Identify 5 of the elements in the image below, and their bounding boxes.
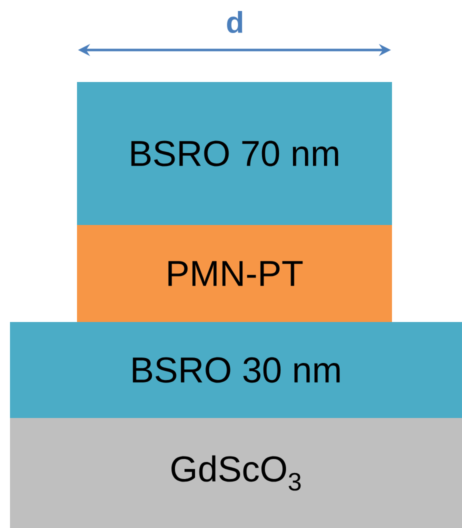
dimension-label: d — [227, 10, 242, 34]
layer-box: BSRO 30 nm — [10, 322, 462, 418]
layer-box: GdScO$_{3}$ — [10, 418, 462, 528]
layer-box: BSRO 70 nm — [77, 82, 392, 225]
layer-box: PMN-PT — [77, 225, 392, 322]
